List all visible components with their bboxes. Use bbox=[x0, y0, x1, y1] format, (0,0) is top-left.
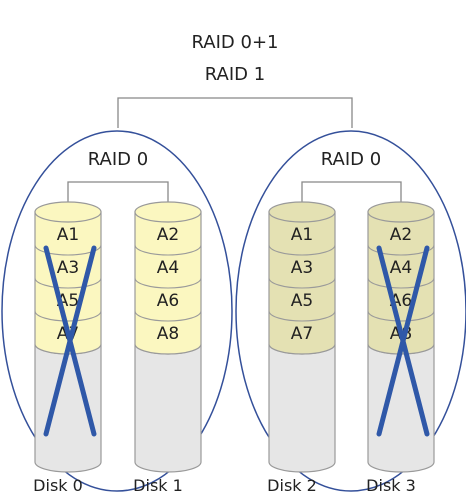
disk-3-data-body bbox=[367, 211, 435, 355]
disk-0-failed-cross bbox=[43, 245, 97, 437]
raid0-group-left-label: RAID 0 bbox=[88, 149, 148, 170]
disk-2-label: Disk 2 bbox=[267, 476, 317, 495]
disk-3-empty-body bbox=[367, 343, 435, 473]
disk-2-data-body bbox=[268, 211, 336, 355]
disk-3-block-separator bbox=[367, 277, 435, 289]
disk-2-block-label: A3 bbox=[291, 258, 313, 278]
disk-2-block-separator bbox=[268, 244, 336, 256]
disk-2-block-separator bbox=[268, 277, 336, 289]
disk-0-block-separator bbox=[34, 310, 102, 322]
disk-0-block-label: A1 bbox=[57, 225, 79, 245]
disk-0-block-separator bbox=[34, 277, 102, 289]
disk-2-block-separator bbox=[268, 310, 336, 322]
disk-1-block-separator bbox=[134, 244, 202, 256]
title-raid-0-plus-1: RAID 0+1 bbox=[192, 32, 279, 53]
disk-1-label: Disk 1 bbox=[133, 476, 183, 495]
disk-2-block-label: A7 bbox=[291, 324, 313, 344]
disk-1-block-separator bbox=[134, 310, 202, 322]
disk-2-block-label: A1 bbox=[291, 225, 313, 245]
raid0-group-right-ellipse bbox=[235, 130, 466, 492]
disk-3-block-label: A2 bbox=[390, 225, 412, 245]
raid1-connector bbox=[117, 97, 353, 128]
disk-1-block-label: A2 bbox=[157, 225, 179, 245]
disk-0-data-body bbox=[34, 211, 102, 355]
disk-1-block-label: A6 bbox=[157, 291, 179, 311]
disk-2-empty-body bbox=[268, 343, 336, 473]
disk-0-label: Disk 0 bbox=[33, 476, 83, 495]
title-raid-1: RAID 1 bbox=[205, 64, 265, 85]
disk-0-top-cap bbox=[34, 201, 102, 223]
disk-3-failed-cross bbox=[376, 245, 430, 437]
disk-3-block-label: A4 bbox=[390, 258, 412, 278]
disk-3-block-separator bbox=[367, 244, 435, 256]
disk-3-block-separator bbox=[367, 310, 435, 322]
failure-marks-layer bbox=[43, 245, 430, 437]
raid0-left-connector bbox=[67, 181, 169, 212]
disk-1-top-cap bbox=[134, 201, 202, 223]
raid0-right-connector bbox=[301, 181, 402, 212]
raid0-group-left-ellipse bbox=[1, 130, 233, 492]
disk-1-block-label: A4 bbox=[157, 258, 179, 278]
disk-1-block-label: A8 bbox=[157, 324, 179, 344]
disk-0-block-separator bbox=[34, 244, 102, 256]
disk-2-top-cap bbox=[268, 201, 336, 223]
disk-0-empty-body bbox=[34, 343, 102, 473]
disk-3-top-cap bbox=[367, 201, 435, 223]
disk-0-block-label: A3 bbox=[57, 258, 79, 278]
raid0-group-right-label: RAID 0 bbox=[321, 149, 381, 170]
disk-1-block-separator bbox=[134, 277, 202, 289]
disk-3-label: Disk 3 bbox=[366, 476, 416, 495]
disk-1-data-body bbox=[134, 211, 202, 355]
disk-2-block-label: A5 bbox=[291, 291, 313, 311]
disk-1-empty-body bbox=[134, 343, 202, 473]
